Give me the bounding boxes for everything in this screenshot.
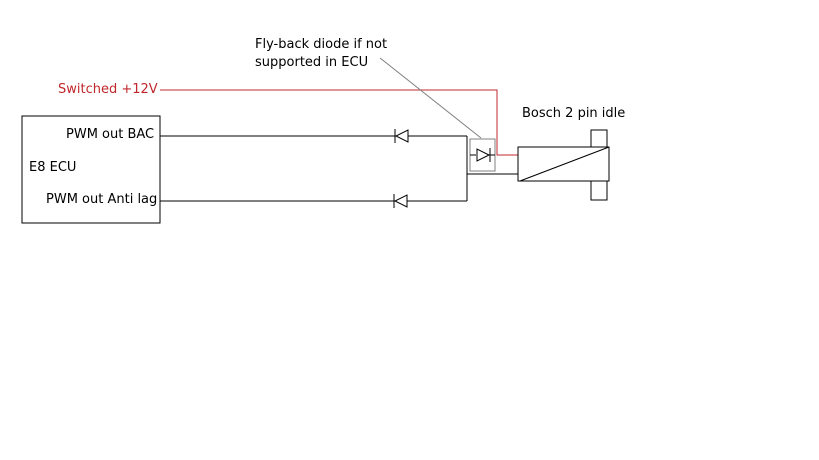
ecu-box bbox=[21, 115, 161, 224]
valve-label: Bosch 2 pin idle bbox=[522, 106, 626, 121]
switched-12v-wire bbox=[160, 89, 518, 156]
diode-bac bbox=[394, 129, 409, 143]
flyback-leader-line bbox=[379, 57, 482, 139]
flyback-note-line1: Fly-back diode if not bbox=[255, 37, 388, 52]
flyback-diode bbox=[476, 148, 491, 162]
switched-12v-label: Switched +12V bbox=[58, 82, 158, 97]
diode-antilag bbox=[393, 194, 408, 208]
pwm-bac-label: PWM out BAC bbox=[66, 127, 155, 142]
ecu-name-label: E8 ECU bbox=[29, 160, 77, 175]
pwm-antilag-label: PWM out Anti lag bbox=[46, 192, 158, 207]
flyback-note-line2: supported in ECU bbox=[255, 55, 369, 70]
idle-valve bbox=[517, 129, 610, 201]
